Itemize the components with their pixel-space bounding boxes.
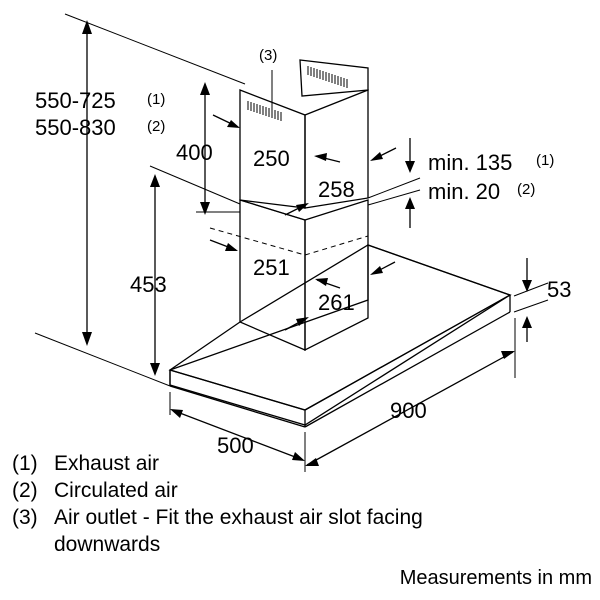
legend-item: (1) Exhaust air	[12, 450, 434, 477]
total-height-dimension	[82, 20, 92, 346]
min-exhaust-ref: (1)	[536, 152, 554, 169]
canopy-thickness-label: 53	[547, 277, 571, 302]
canopy-depth-dimension	[169, 392, 306, 472]
legend-text: Air outlet - Fit the exhaust air slot fa…	[54, 506, 423, 556]
legend-text: Exhaust air	[54, 452, 160, 475]
canopy	[168, 244, 512, 428]
min-exhaust-label: min. 135	[428, 150, 512, 175]
floor-reference-line	[34, 332, 171, 387]
canopy-width-label: 900	[390, 398, 427, 423]
legend-number: (1)	[12, 452, 38, 475]
upper-chimney-depth-label: 258	[318, 177, 355, 202]
lower-chimney-height-dimension	[150, 174, 160, 376]
chimney-width-depth-arrows	[209, 114, 397, 331]
units-note: Measurements in mm	[399, 567, 592, 589]
lower-chimney-depth-label: 261	[318, 290, 355, 315]
lower-chimney-width-label: 251	[253, 255, 290, 280]
legend-number: (2)	[12, 479, 38, 502]
air-outlet-ref-label: (3)	[259, 47, 277, 64]
total-height-exhaust-ref: (1)	[147, 91, 165, 108]
total-height-circulated-label: 550-830	[35, 115, 116, 140]
min-distance-dimension	[367, 138, 421, 228]
lower-chimney-height-label: 453	[130, 272, 167, 297]
legend-number: (3)	[12, 506, 38, 529]
canopy-depth-label: 500	[217, 433, 254, 458]
min-circulated-ref: (2)	[517, 181, 535, 198]
upper-chimney-width-label: 250	[253, 146, 290, 171]
canopy-width-dimension	[305, 318, 516, 466]
upper-chimney-height-dimension	[196, 82, 240, 215]
lower-chimney-top-reference-line	[149, 165, 241, 205]
canopy-thickness-dimension	[513, 258, 549, 342]
legend-item: (3) Air outlet - Fit the exhaust air slo…	[12, 504, 434, 558]
min-circulated-label: min. 20	[428, 179, 500, 204]
air-outlet-slots-left	[247, 101, 282, 121]
lower-chimney	[209, 199, 369, 352]
legend-text: Circulated air	[54, 479, 178, 502]
upper-chimney-height-label: 400	[176, 140, 213, 165]
legend-item: (2) Circulated air	[12, 477, 434, 504]
ceiling-line	[64, 13, 246, 85]
legend: (1) Exhaust air (2) Circulated air (3) A…	[12, 450, 434, 558]
air-outlet-slots-right	[307, 66, 348, 88]
total-height-circulated-ref: (2)	[147, 118, 165, 135]
total-height-exhaust-label: 550-725	[35, 88, 116, 113]
